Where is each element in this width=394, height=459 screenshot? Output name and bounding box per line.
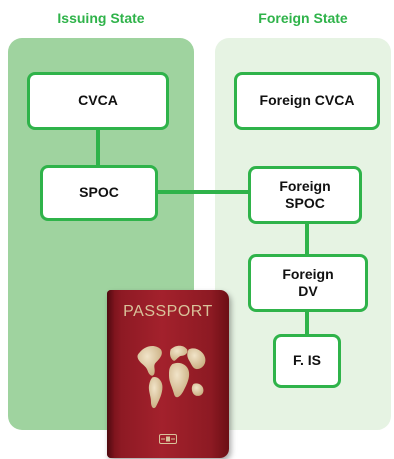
foreign-spoc-node: Foreign SPOC [248, 166, 362, 224]
foreign-dv-node: Foreign DV [248, 254, 368, 312]
spoc-node: SPOC [40, 165, 158, 221]
connector-cvca-spoc [96, 127, 100, 167]
passport-cover-text: PASSPORT [123, 303, 213, 320]
connector-foreign-dv-f-is [305, 310, 309, 336]
passport-spine [107, 290, 114, 458]
issuing-state-title: Issuing State [57, 10, 145, 26]
f-is-node: F. IS [273, 334, 341, 388]
connector-foreign-spoc-foreign-dv [305, 222, 309, 256]
passport-image: PASSPORT [107, 290, 229, 458]
foreign-cvca-node: Foreign CVCA [234, 72, 380, 130]
globe-icon [137, 345, 206, 409]
foreign-state-title: Foreign State [258, 10, 348, 26]
cvca-node: CVCA [27, 72, 169, 130]
connector-spoc-foreign-spoc [158, 190, 250, 194]
chip-icon [159, 434, 177, 444]
